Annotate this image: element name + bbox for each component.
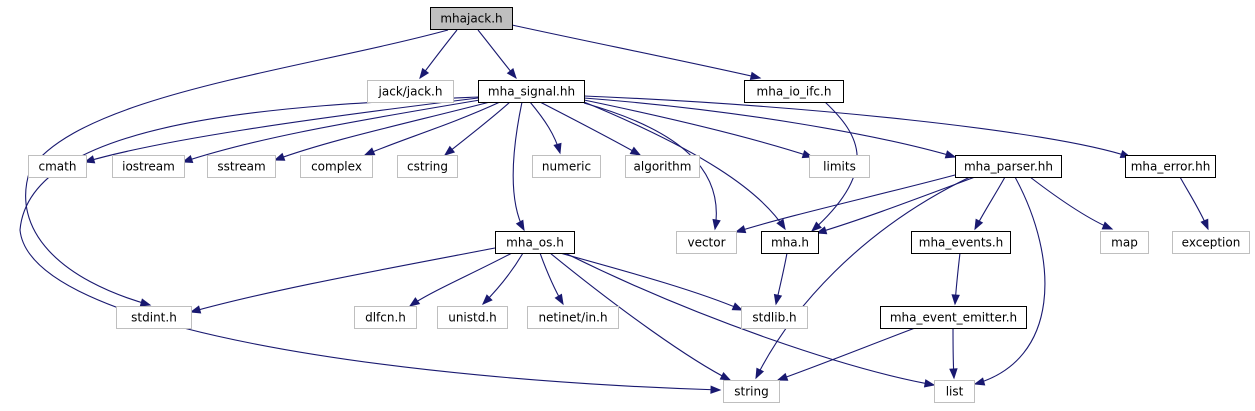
node-label: mha.h bbox=[771, 236, 809, 250]
edge-mha_signal-to-mha_os bbox=[512, 101, 525, 232]
node-limits: limits bbox=[809, 155, 870, 178]
node-label: mha_parser.hh bbox=[964, 160, 1053, 174]
edge-mha_signal-to-limits bbox=[583, 99, 814, 159]
node-algorithm: algorithm bbox=[625, 155, 700, 178]
node-vector: vector bbox=[676, 231, 737, 254]
node-mha_h[interactable]: mha.h bbox=[761, 231, 819, 254]
edge-mha_os-to-dlfcn bbox=[408, 252, 513, 307]
edge-mhajack-to-stdint bbox=[25, 29, 449, 307]
node-iostream: iostream bbox=[112, 155, 185, 178]
edge-mha_parser-to-vector bbox=[734, 174, 956, 234]
node-mha_event_emitter[interactable]: mha_event_emitter.h bbox=[880, 306, 1027, 329]
node-label: limits bbox=[823, 160, 856, 174]
node-netinet: netinet/in.h bbox=[527, 306, 619, 329]
node-label: mha_signal.hh bbox=[488, 85, 575, 99]
node-map: map bbox=[1100, 231, 1149, 254]
edge-mha_signal-to-mha_parser bbox=[583, 97, 957, 159]
node-label: iostream bbox=[122, 160, 175, 174]
edge-mha_os-to-string bbox=[549, 252, 732, 381]
node-mha_signal[interactable]: mha_signal.hh bbox=[478, 80, 585, 103]
edge-mha_parser-to-string bbox=[755, 176, 971, 380]
edge-mha_signal-to-cstring bbox=[443, 101, 511, 156]
edge-mha_os-to-stdint bbox=[189, 247, 496, 314]
edge-mha_parser-to-list bbox=[973, 176, 1046, 386]
edge-mhajack-to-mha_io_ifc bbox=[511, 24, 762, 81]
edge-mha_event_emitter-to-list bbox=[949, 327, 958, 380]
node-label: mhajack.h bbox=[440, 12, 502, 26]
node-label: cmath bbox=[39, 160, 77, 174]
edge-mha_os-to-unistd bbox=[482, 252, 524, 305]
node-mha_error[interactable]: mha_error.hh bbox=[1125, 155, 1216, 178]
edge-mha_os-to-list bbox=[564, 252, 936, 388]
node-label: mha_event_emitter.h bbox=[890, 311, 1017, 325]
edge-mha_signal-to-mha_h bbox=[583, 101, 786, 231]
node-numeric: numeric bbox=[532, 155, 601, 178]
edge-mha_signal-to-cmath bbox=[83, 97, 479, 164]
edge-mha_signal-to-complex bbox=[363, 101, 501, 156]
node-label: sstream bbox=[217, 160, 265, 174]
node-label: exception bbox=[1182, 236, 1241, 250]
node-label: unistd.h bbox=[448, 311, 497, 325]
node-jack: jack/jack.h bbox=[367, 80, 454, 103]
edge-mha_os-to-stdlib bbox=[559, 252, 744, 311]
node-label: numeric bbox=[542, 160, 591, 174]
edge-mha_signal-to-string bbox=[19, 96, 722, 394]
edge-mha_h-to-stdlib bbox=[773, 252, 788, 306]
node-sstream: sstream bbox=[207, 155, 276, 178]
node-label: complex bbox=[311, 160, 362, 174]
node-exception: exception bbox=[1172, 231, 1250, 254]
edge-mha_signal-to-numeric bbox=[529, 101, 562, 155]
node-dlfcn: dlfcn.h bbox=[354, 306, 417, 329]
node-stdlib: stdlib.h bbox=[741, 306, 808, 329]
edge-mha_signal-to-vector bbox=[583, 102, 721, 231]
node-label: mha_error.hh bbox=[1131, 160, 1211, 174]
node-list: list bbox=[934, 380, 975, 403]
node-label: dlfcn.h bbox=[365, 311, 406, 325]
dependency-edges bbox=[19, 24, 1209, 394]
edge-mha_os-to-netinet bbox=[539, 252, 564, 306]
edge-mha_parser-to-mha_h bbox=[815, 176, 976, 235]
node-string: string bbox=[723, 380, 780, 403]
node-label: jack/jack.h bbox=[378, 85, 443, 99]
edge-mha_events-to-mha_event_emitter bbox=[951, 252, 961, 306]
node-mha_events[interactable]: mha_events.h bbox=[911, 231, 1011, 254]
node-label: mha_os.h bbox=[506, 236, 564, 250]
node-cstring: cstring bbox=[397, 155, 458, 178]
node-label: vector bbox=[687, 236, 725, 250]
edge-mha_parser-to-map bbox=[1029, 176, 1114, 230]
node-label: mha_io_ifc.h bbox=[757, 85, 832, 99]
node-mha_os[interactable]: mha_os.h bbox=[495, 231, 575, 254]
edge-mha_error-to-exception bbox=[1179, 176, 1209, 231]
edge-mha_signal-to-iostream bbox=[181, 99, 481, 164]
node-mha_io_ifc[interactable]: mha_io_ifc.h bbox=[744, 80, 844, 103]
node-label: list bbox=[946, 385, 964, 399]
node-label: cstring bbox=[407, 160, 448, 174]
node-label: string bbox=[734, 385, 768, 399]
edge-mhajack-to-mha_signal bbox=[477, 29, 517, 80]
node-label: netinet/in.h bbox=[538, 311, 607, 325]
edge-mha_parser-to-mha_events bbox=[974, 176, 1006, 231]
node-label: mha_events.h bbox=[919, 236, 1004, 250]
edge-mhajack-to-jack bbox=[419, 29, 458, 80]
edge-mha_event_emitter-to-string bbox=[776, 327, 916, 381]
node-cmath: cmath bbox=[28, 155, 87, 178]
node-mhajack[interactable]: mhajack.h bbox=[430, 7, 513, 30]
node-label: map bbox=[1111, 236, 1138, 250]
node-unistd: unistd.h bbox=[437, 306, 508, 329]
node-mha_parser[interactable]: mha_parser.hh bbox=[955, 155, 1062, 178]
node-label: stdlib.h bbox=[752, 311, 796, 325]
node-complex: complex bbox=[300, 155, 373, 178]
node-label: algorithm bbox=[634, 160, 692, 174]
header-nodes: mhajack.h jack/jack.h mha_signal.hh mha_io_… bbox=[28, 7, 1250, 403]
edge-mha_signal-to-sstream bbox=[273, 101, 491, 161]
edge-mha_signal-to-algorithm bbox=[539, 101, 642, 156]
node-stdint: stdint.h bbox=[116, 306, 192, 329]
node-label: stdint.h bbox=[131, 311, 177, 325]
